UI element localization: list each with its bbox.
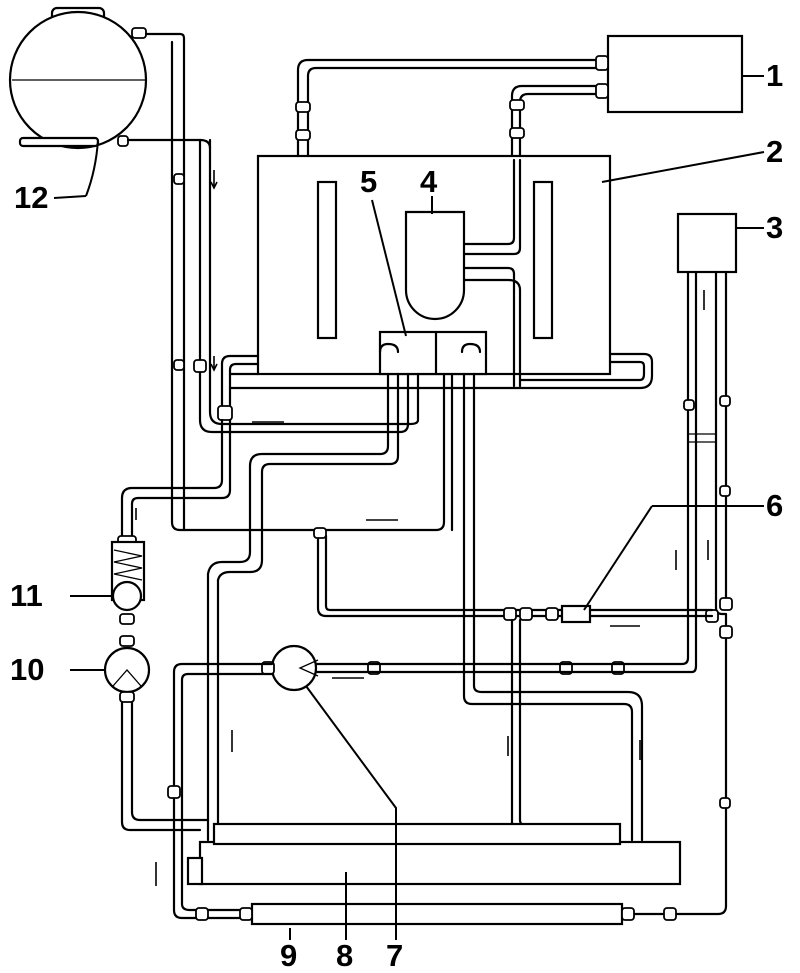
pipes-engine-loop — [220, 352, 654, 422]
component-7-pump — [167, 270, 698, 920]
label-8: 8 — [336, 938, 353, 973]
pipes-engine-to-1 — [295, 55, 609, 158]
component-10-pump — [103, 646, 210, 832]
pipes-from-5 — [170, 40, 644, 842]
label-11: 11 — [10, 578, 43, 613]
component-6 — [313, 527, 714, 839]
pipes-tank — [126, 32, 233, 532]
label-6: 6 — [766, 488, 783, 523]
label-2: 2 — [766, 134, 783, 169]
label-5: 5 — [360, 164, 377, 199]
component-8-radiator — [186, 538, 682, 886]
label-9: 9 — [280, 938, 297, 973]
expansion-tank — [8, 6, 148, 150]
pipes-component-3 — [622, 270, 733, 916]
pipes-internal — [378, 330, 482, 376]
pipes-heater — [462, 158, 522, 388]
component-1-box — [606, 34, 744, 114]
label-3: 3 — [766, 210, 783, 245]
label-12: 12 — [14, 180, 48, 215]
pipes-to-11 — [117, 418, 232, 545]
label-10: 10 — [10, 652, 44, 687]
label-1: 1 — [766, 58, 783, 93]
component-9 — [195, 902, 677, 926]
label-7: 7 — [386, 938, 403, 973]
component-labels: 1 2 3 4 5 6 7 8 9 10 11 12 — [10, 58, 783, 973]
label-4: 4 — [420, 164, 438, 199]
flow-arrows — [135, 170, 709, 886]
component-11 — [110, 540, 146, 647]
component-3-box — [676, 212, 738, 274]
component-4-heater — [404, 210, 466, 321]
component-5-box — [378, 330, 488, 376]
leader-lines — [53, 75, 765, 940]
